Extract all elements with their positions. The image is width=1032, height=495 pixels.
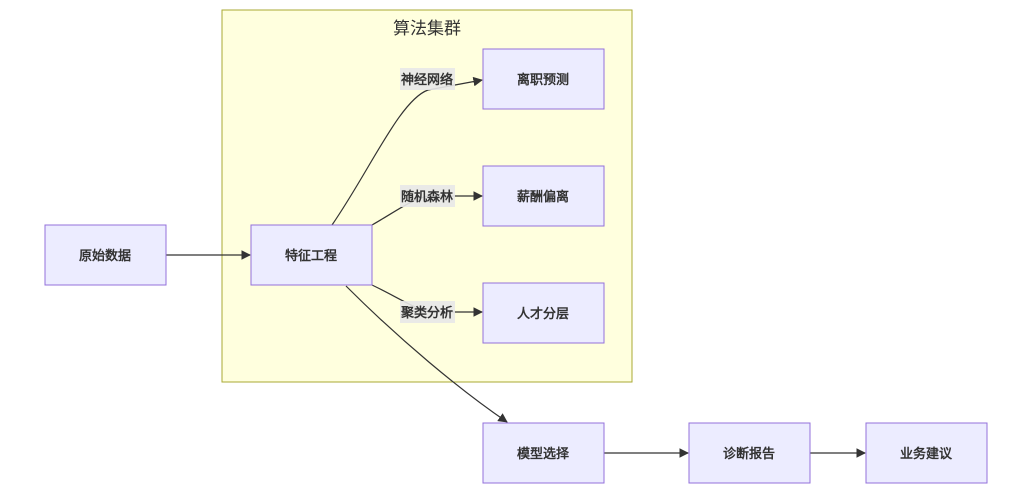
node-box[interactable] [688, 422, 811, 484]
node-label: 诊断报告 [723, 446, 775, 462]
node-label: 原始数据 [79, 248, 131, 264]
node-raw-data[interactable]: 原始数据 [44, 224, 167, 286]
edge-feature-to-model [345, 285, 508, 423]
node-box[interactable] [482, 48, 605, 110]
node-label: 特征工程 [285, 248, 337, 264]
node-business-advice[interactable]: 业务建议 [865, 422, 988, 484]
edge-label-text: 聚类分析 [400, 305, 453, 321]
node-label: 人才分层 [517, 306, 569, 322]
node-salary-bias[interactable]: 薪酬偏离 [482, 165, 605, 227]
node-talent-tiering[interactable]: 人才分层 [482, 282, 605, 344]
node-label: 离职预测 [517, 72, 569, 88]
node-model-selection[interactable]: 模型选择 [482, 422, 605, 484]
node-box[interactable] [250, 224, 373, 286]
edge-label-text: 随机森林 [401, 189, 453, 205]
node-box[interactable] [482, 165, 605, 227]
edge-feature-to-attrition [331, 76, 483, 226]
edge-label-bg [400, 185, 455, 207]
node-diagnosis-report[interactable]: 诊断报告 [688, 422, 811, 484]
edge-label-bg [400, 301, 455, 323]
node-label: 业务建议 [900, 446, 953, 462]
node-box[interactable] [865, 422, 988, 484]
node-box[interactable] [44, 224, 167, 286]
node-label: 模型选择 [517, 446, 570, 462]
edge-label-neural-network: 神经网络 [400, 68, 455, 90]
edge-label-bg [400, 68, 455, 90]
node-label: 薪酬偏离 [517, 189, 569, 205]
node-box[interactable] [482, 282, 605, 344]
node-box[interactable] [482, 422, 605, 484]
algorithm-cluster-title: 算法集群 [393, 19, 461, 39]
edge-label-clustering: 聚类分析 [400, 301, 455, 323]
edge-label-text: 神经网络 [401, 72, 453, 88]
node-feature-engineering[interactable]: 特征工程 [250, 224, 373, 286]
edge-label-random-forest: 随机森林 [400, 185, 455, 207]
node-attrition-prediction[interactable]: 离职预测 [482, 48, 605, 110]
